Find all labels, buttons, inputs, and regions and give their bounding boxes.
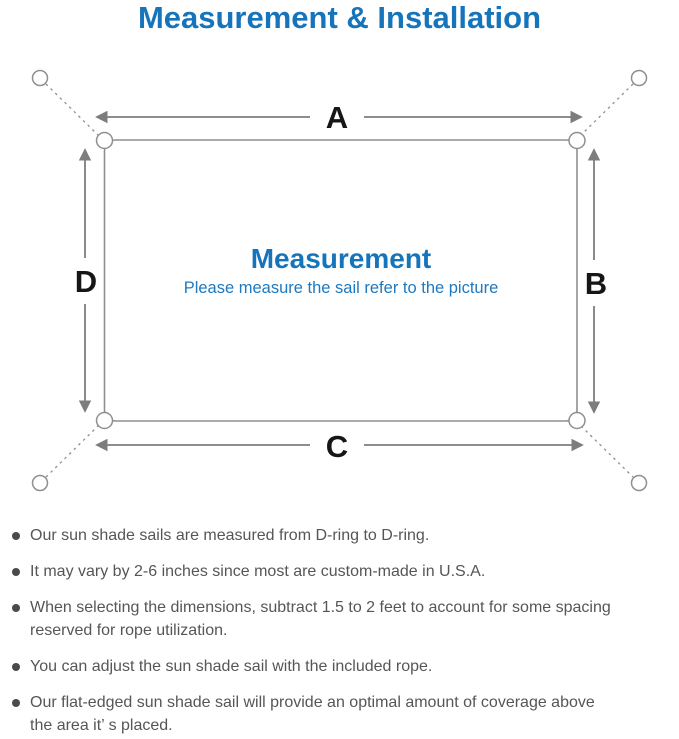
dimension-label-a: A xyxy=(326,100,348,135)
list-item: When selecting the dimensions, subtract … xyxy=(10,596,670,642)
diagram-center-title: Measurement xyxy=(251,243,432,274)
rope-line-bottom-left xyxy=(45,425,99,478)
d-ring-icon xyxy=(568,411,586,430)
list-item: You can adjust the sun shade sail with t… xyxy=(10,655,670,678)
measurement-diagram: A D B C Measurement Please measure the s… xyxy=(31,69,648,492)
shade-sail-outline xyxy=(103,139,578,422)
dimension-label-b: B xyxy=(585,266,607,301)
note-text: Our flat-edged sun shade sail will provi… xyxy=(30,694,595,734)
bullet-icon xyxy=(12,568,20,576)
list-item: Our flat-edged sun shade sail will provi… xyxy=(10,691,670,737)
diagram-center-subtitle: Please measure the sail refer to the pic… xyxy=(184,279,499,297)
anchor-ring-icon xyxy=(31,474,49,492)
d-ring-icon xyxy=(95,131,114,150)
d-ring-icon xyxy=(568,131,586,150)
note-text: You can adjust the sun shade sail with t… xyxy=(30,658,433,675)
page-title: Measurement & Installation xyxy=(137,0,542,35)
rope-line-top-right xyxy=(580,83,634,136)
anchor-ring-icon xyxy=(630,474,648,492)
bullet-icon xyxy=(12,663,20,671)
note-text: When selecting the dimensions, subtract … xyxy=(30,599,611,639)
notes-list: Our sun shade sails are measured from D-… xyxy=(10,524,670,739)
d-ring-icon xyxy=(95,411,114,430)
bullet-icon xyxy=(12,699,20,707)
rope-line-top-left xyxy=(45,83,99,136)
dimension-label-d: D xyxy=(75,264,97,299)
dimension-label-c: C xyxy=(326,429,348,464)
list-item: It may vary by 2-6 inches since most are… xyxy=(10,560,670,583)
list-item: Our sun shade sails are measured from D-… xyxy=(10,524,670,547)
bullet-icon xyxy=(12,532,20,540)
bullet-icon xyxy=(12,604,20,612)
rope-line-bottom-right xyxy=(580,425,634,478)
anchor-ring-icon xyxy=(630,69,648,87)
anchor-ring-icon xyxy=(31,69,49,87)
note-text: Our sun shade sails are measured from D-… xyxy=(30,527,430,544)
note-text: It may vary by 2-6 inches since most are… xyxy=(30,563,486,580)
